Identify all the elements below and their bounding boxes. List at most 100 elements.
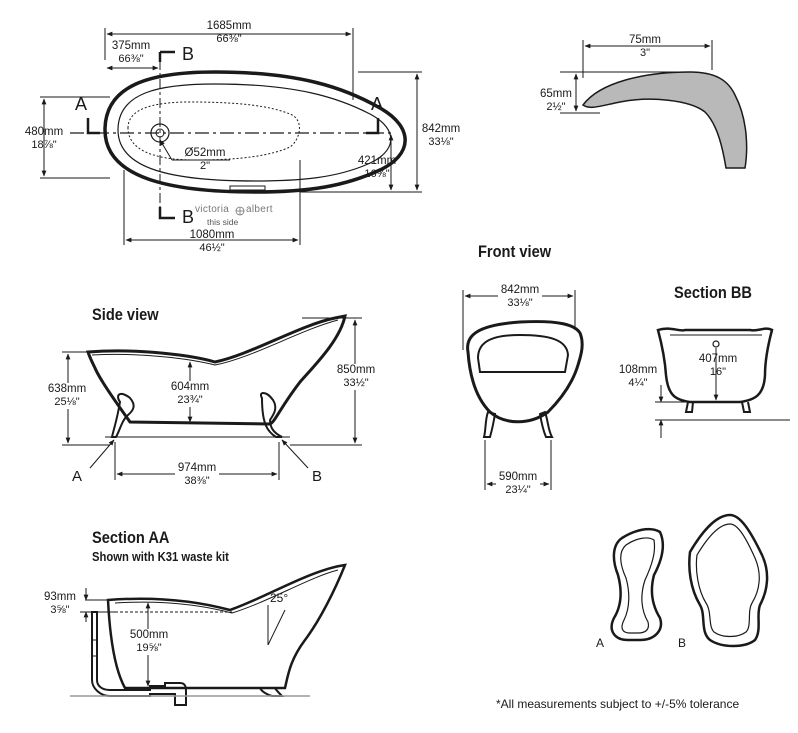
dim-waste-diameter-mm: Ø52mm xyxy=(184,147,226,159)
dim-aa-angle: 25° xyxy=(270,591,289,605)
dim-total-height: 850mm 33½" xyxy=(333,364,379,390)
dim-bb-clearance: 108mm 4¼" xyxy=(618,364,658,390)
dim-bb-depth: 407mm 16" xyxy=(696,353,740,379)
dim-spout-height: 65mm 2½" xyxy=(536,88,576,114)
dim-aa-rim: 93mm 3⅝" xyxy=(40,591,80,617)
side-label-b: B xyxy=(312,468,323,485)
dim-inner-length-mm: 1080mm xyxy=(189,229,235,241)
section-aa-waste-pipe xyxy=(91,611,187,706)
dim-inner-length: 1080mm 46½" xyxy=(187,229,237,255)
dim-rim-height-in: 25⅛" xyxy=(54,396,80,408)
plan-section-a-left-label: A xyxy=(75,94,88,114)
dim-overall-length: 1685mm 66⅜" xyxy=(206,20,252,46)
side-view xyxy=(62,314,362,480)
dim-rim-height-mm: 638mm xyxy=(47,383,87,395)
side-view-title: Side view xyxy=(92,305,159,324)
section-bb-outline xyxy=(656,327,774,404)
dim-width-in: 18⅞" xyxy=(31,139,57,151)
front-foot-left xyxy=(482,410,497,438)
dim-overall-length-in: 66⅜" xyxy=(216,33,242,45)
side-foot-left xyxy=(110,392,135,438)
section-aa-outline xyxy=(106,563,347,690)
section-bb-foot-left xyxy=(684,401,694,413)
dim-inner-length-in: 46½" xyxy=(199,242,225,254)
dim-front-width: 842mm 33⅛" xyxy=(498,284,542,310)
dim-waste-leader xyxy=(159,139,173,161)
dim-bb-clearance-mm: 108mm xyxy=(618,364,658,376)
section-bb-view xyxy=(655,327,790,438)
plan-overflow xyxy=(229,185,266,191)
dim-aa-rim-mm: 93mm xyxy=(44,591,76,603)
dim-half-width: 421mm 16⅝" xyxy=(355,155,399,181)
dim-height: 842mm 33⅛" xyxy=(419,123,463,149)
dim-feet-span-mm: 974mm xyxy=(177,462,217,474)
dim-front-feet-in: 23¼" xyxy=(505,484,531,496)
side-leader-b xyxy=(281,439,309,469)
foot-a-inner xyxy=(620,537,656,634)
dim-half-width-mm: 421mm xyxy=(357,155,397,167)
dim-width: 480mm 18⅞" xyxy=(22,126,66,152)
dim-bb-depth-in: 16" xyxy=(709,366,727,378)
side-foot-right xyxy=(260,392,283,438)
dim-half-width-in: 16⅝" xyxy=(364,168,390,180)
spout-detail xyxy=(560,40,748,169)
dim-feet-span: 974mm 38⅜" xyxy=(175,462,219,488)
feet-label-b: B xyxy=(678,636,687,650)
section-bb-waste xyxy=(712,340,720,348)
dim-spout-height-in: 2½" xyxy=(546,101,566,113)
plan-view xyxy=(40,28,422,245)
front-back-panel xyxy=(476,333,570,373)
dim-aa-depth: 500mm 19⅝" xyxy=(126,629,172,655)
tolerance-note: *All measurements subject to +/-5% toler… xyxy=(496,697,740,711)
plan-section-a-right-label: A xyxy=(371,94,384,114)
feet-detail xyxy=(610,513,769,648)
plan-section-b-top-label: B xyxy=(182,44,195,64)
side-leader-a xyxy=(89,439,115,469)
dim-height-mm: 842mm xyxy=(421,123,461,135)
foot-a-outer xyxy=(610,527,665,642)
section-bb-foot-right xyxy=(741,401,752,413)
dim-front-feet-mm: 590mm xyxy=(498,471,538,483)
dim-spout-length-in: 3" xyxy=(639,47,651,59)
dim-waste-offset: 375mm 66⅜" xyxy=(108,40,154,66)
section-bb-title: Section BB xyxy=(674,283,752,302)
dim-waste-diameter-in: 2" xyxy=(199,160,211,172)
dim-front-feet: 590mm 23¼" xyxy=(496,471,540,497)
dim-spout-length: 75mm 3" xyxy=(623,34,667,60)
dim-width-mm: 480mm xyxy=(24,126,64,138)
section-aa-angle-line-2 xyxy=(267,609,286,646)
foot-b-inner xyxy=(695,523,760,638)
dim-spout-length-mm: 75mm xyxy=(629,34,661,46)
dim-total-height-in: 33½" xyxy=(343,377,369,389)
plan-section-b-bottom-label: B xyxy=(182,207,195,227)
dim-inner-depth-mm: 604mm xyxy=(170,381,210,393)
dim-spout-height-mm: 65mm xyxy=(540,88,572,100)
dim-height-in: 33⅛" xyxy=(428,136,454,148)
side-inner-rim xyxy=(91,319,339,366)
plan-outer-rim xyxy=(103,70,407,194)
front-view xyxy=(462,290,584,490)
side-label-a: A xyxy=(72,468,83,485)
dim-total-height-mm: 850mm xyxy=(336,364,376,376)
dim-aa-rim-in: 3⅝" xyxy=(50,604,70,616)
brand-this-side: this side xyxy=(207,217,239,227)
spout-profile xyxy=(581,71,748,169)
section-aa-subtitle: Shown with K31 waste kit xyxy=(92,550,229,564)
dim-bb-depth-mm: 407mm xyxy=(698,353,738,365)
brand-name-right: albert xyxy=(246,204,273,215)
dim-feet-span-in: 38⅜" xyxy=(184,475,210,487)
plan-section-a-left xyxy=(86,118,100,135)
dim-inner-depth: 604mm 23¾" xyxy=(168,381,212,407)
plan-section-b-top xyxy=(158,50,175,62)
foot-b-outer xyxy=(688,513,769,648)
dim-front-width-mm: 842mm xyxy=(500,284,540,296)
dim-aa-depth-in: 19⅝" xyxy=(136,642,162,654)
dim-inner-depth-in: 23¾" xyxy=(177,394,203,406)
dim-waste-diameter: Ø52mm 2" xyxy=(180,147,230,173)
dim-front-width-in: 33⅛" xyxy=(507,297,533,309)
section-aa-view xyxy=(70,563,347,706)
front-foot-right xyxy=(538,410,554,438)
dim-overall-length-mm: 1685mm xyxy=(206,20,252,32)
section-aa-inner xyxy=(114,569,339,614)
